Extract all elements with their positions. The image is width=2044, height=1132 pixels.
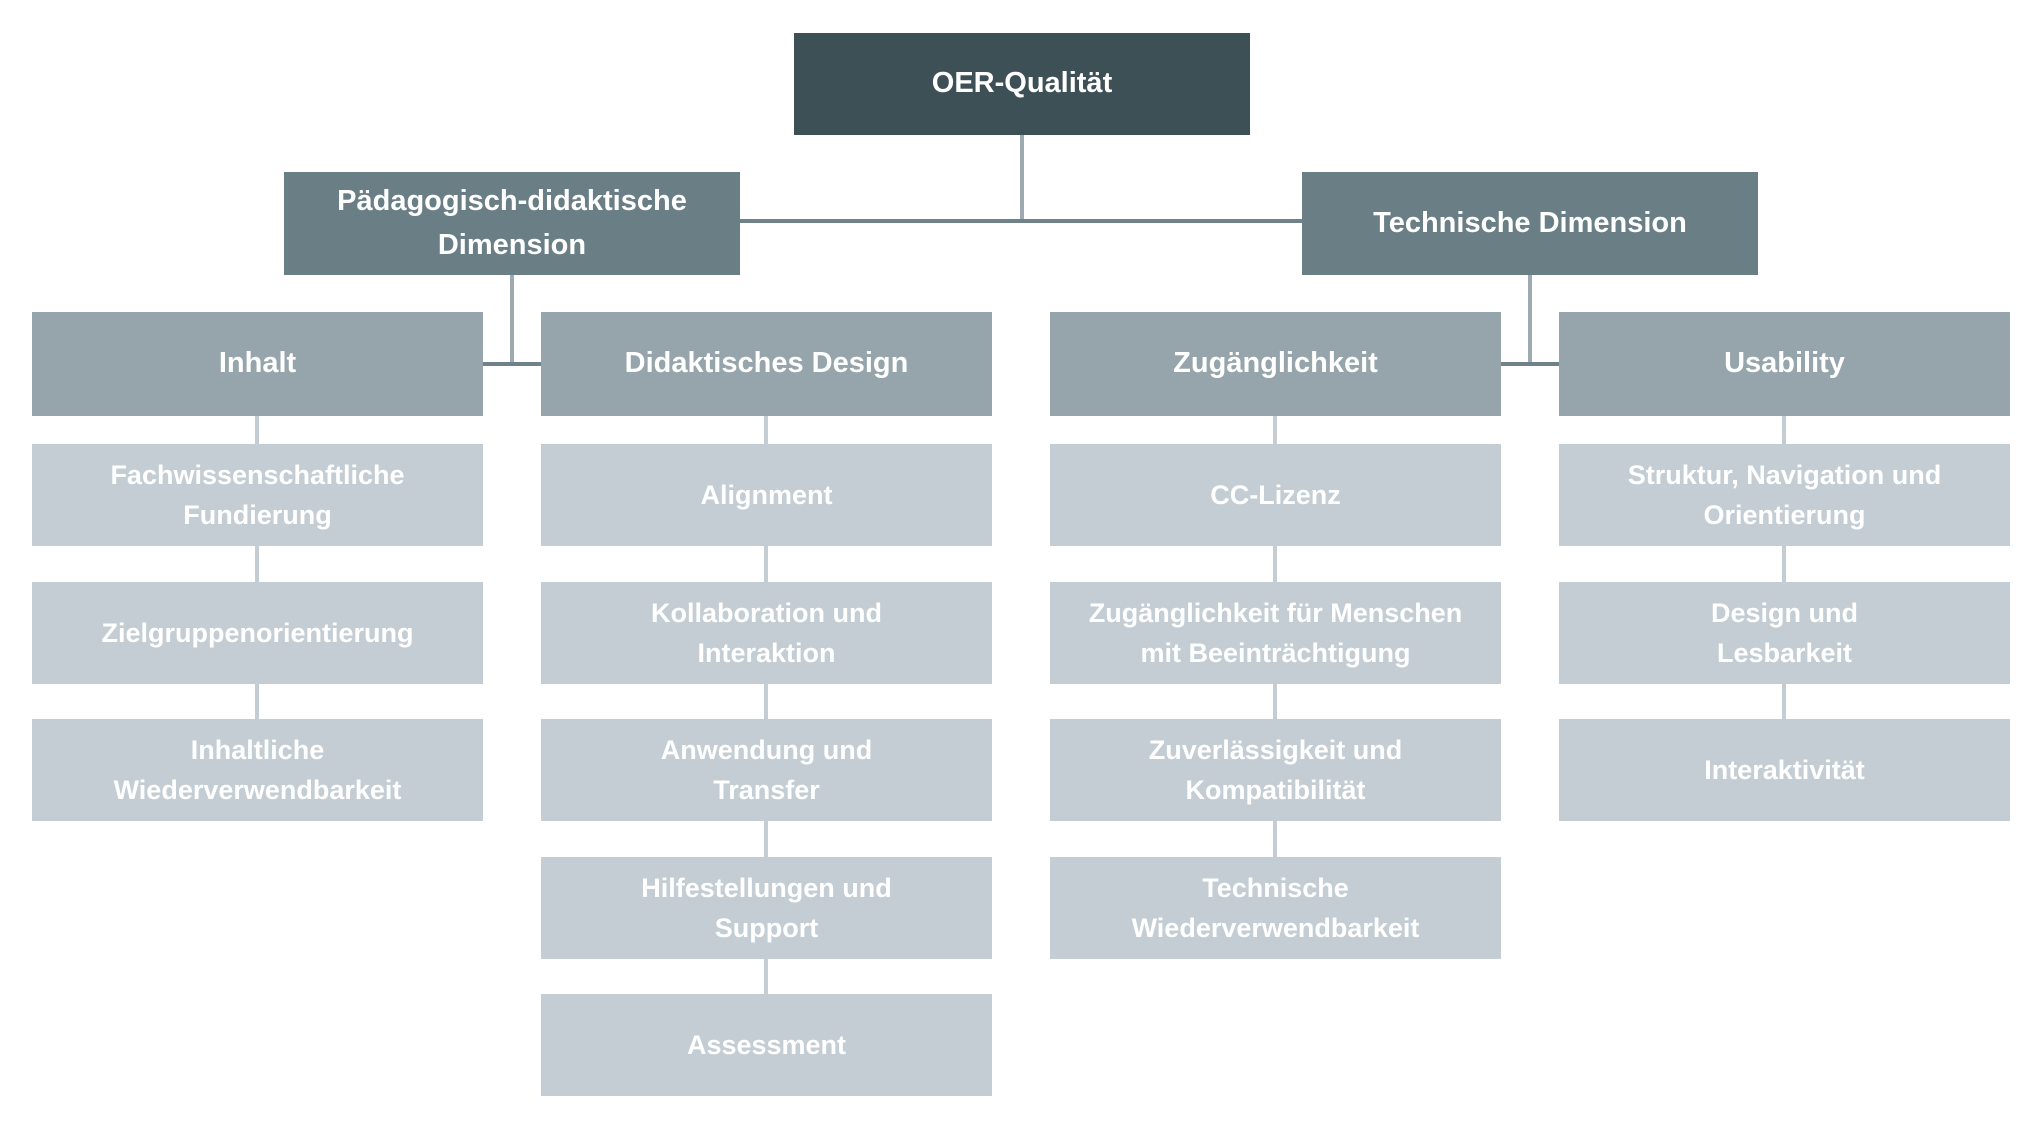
connector-spine-didaktisches-design: [764, 416, 768, 1004]
connector-tbar-left: [483, 362, 541, 366]
node-zielgruppenorientierung: Zielgruppenorientierung: [32, 582, 483, 684]
node-alignment: Alignment: [541, 444, 992, 546]
node-didaktisches-design: Didaktisches Design: [541, 312, 992, 416]
connector-root-stem: [1020, 135, 1024, 222]
connector-spine-inhalt: [255, 416, 259, 729]
connector-tbar-right: [1501, 362, 1559, 366]
node-technische-dimension: Technische Dimension: [1302, 172, 1758, 275]
node-interaktivitaet: Interaktivität: [1559, 719, 2010, 821]
connector-main-bar: [740, 219, 1302, 223]
node-zugaenglichkeit-fuer-menschen: Zugänglichkeit für Menschen mit Beeinträ…: [1050, 582, 1501, 684]
node-cc-lizenz: CC-Lizenz: [1050, 444, 1501, 546]
node-zugaenglichkeit: Zugänglichkeit: [1050, 312, 1501, 416]
connector-spine-usability: [1782, 416, 1786, 729]
node-inhalt: Inhalt: [32, 312, 483, 416]
node-kollaboration-und-interaktion: Kollaboration und Interaktion: [541, 582, 992, 684]
node-struktur-navigation-orientierung: Struktur, Navigation und Orientierung: [1559, 444, 2010, 546]
node-inhaltliche-wiederverwendbarkeit: Inhaltliche Wiederverwendbarkeit: [32, 719, 483, 821]
node-zuverlaessigkeit-und-kompatibilitaet: Zuverlässigkeit und Kompatibilität: [1050, 719, 1501, 821]
node-usability: Usability: [1559, 312, 2010, 416]
node-hilfestellungen-und-support: Hilfestellungen und Support: [541, 857, 992, 959]
connector-dimension-right-stem: [1528, 275, 1532, 366]
node-oer-qualitaet: OER-Qualität: [794, 33, 1250, 135]
node-design-und-lesbarkeit: Design und Lesbarkeit: [1559, 582, 2010, 684]
node-anwendung-und-transfer: Anwendung und Transfer: [541, 719, 992, 821]
node-assessment: Assessment: [541, 994, 992, 1096]
node-paedagogisch-didaktische-dimension: Pädagogisch-didaktische Dimension: [284, 172, 740, 275]
node-technische-wiederverwendbarkeit: Technische Wiederverwendbarkeit: [1050, 857, 1501, 959]
node-fachwissenschaftliche-fundierung: Fachwissenschaftliche Fundierung: [32, 444, 483, 546]
connector-dimension-left-stem: [510, 275, 514, 366]
